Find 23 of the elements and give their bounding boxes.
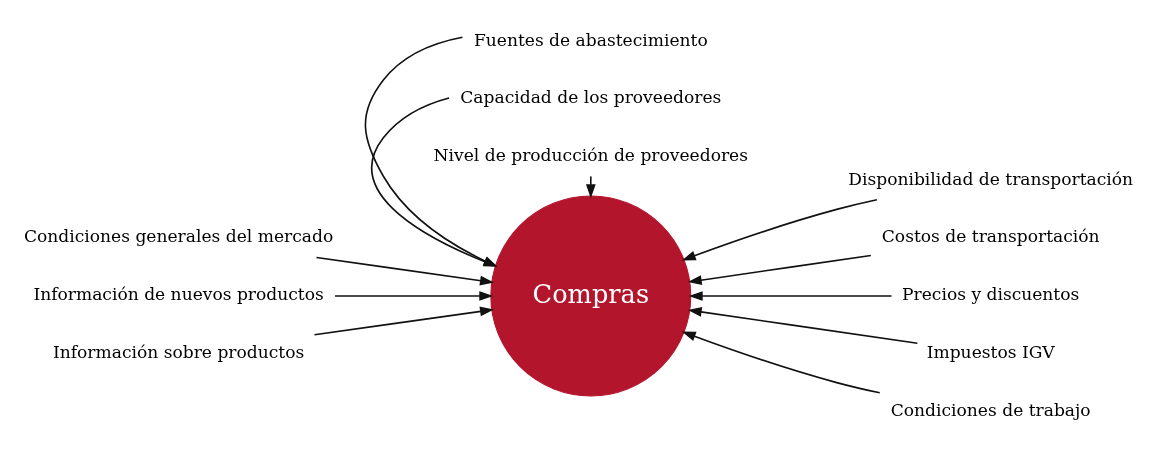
arrow xyxy=(681,331,881,394)
node-text: Precios y discuentos xyxy=(902,284,1080,305)
arrow xyxy=(334,291,494,301)
node-text: Capacidad de los proveedores xyxy=(460,87,722,108)
arrow xyxy=(687,254,872,285)
node-text: Condiciones de trabajo xyxy=(890,399,1091,420)
arrow xyxy=(315,256,494,286)
node-text: Disponibilidad de transportación xyxy=(848,168,1134,189)
node-text: Costos de transportación xyxy=(881,226,1100,247)
arrow xyxy=(313,306,494,336)
arrow xyxy=(687,307,919,345)
node-text: Impuestos IGV xyxy=(926,341,1055,362)
arrow xyxy=(371,97,498,267)
node-text: Condiciones generales del mercado xyxy=(23,226,334,247)
node-circle: Compras xyxy=(490,195,692,397)
node-text: Fuentes de abastecimiento xyxy=(473,29,708,50)
node-text: Información de nuevos productos xyxy=(33,284,324,305)
arrow xyxy=(364,36,498,267)
arrow xyxy=(585,175,596,199)
node-text: Nivel de producción de proveedores xyxy=(433,145,748,166)
node-text: Información sobre productos xyxy=(52,341,305,362)
arrow xyxy=(688,291,893,301)
arrow xyxy=(681,199,878,261)
